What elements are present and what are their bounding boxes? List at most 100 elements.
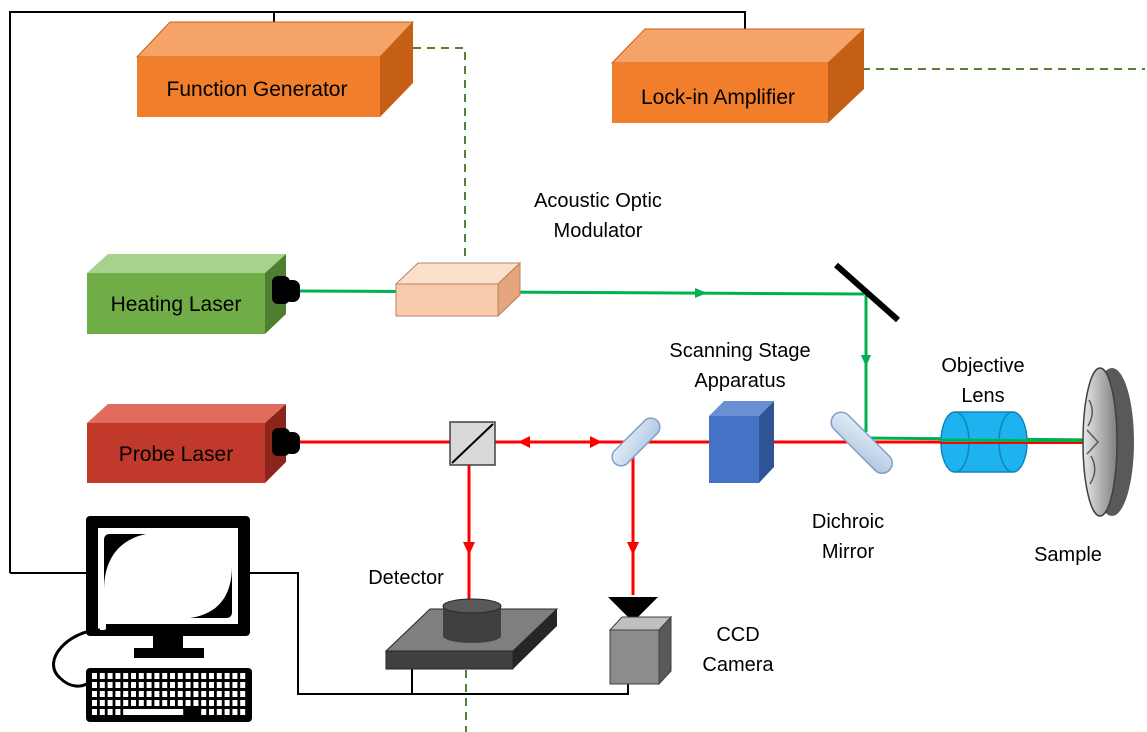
- ccd-camera-label-line1: CCD: [716, 624, 759, 646]
- lock-in-amplifier-label: Lock-in Amplifier: [641, 86, 795, 109]
- aom-label-line2: Modulator: [554, 220, 643, 242]
- keyboard-key: [115, 673, 121, 679]
- signal-lines: [413, 47, 1145, 732]
- keyboard-key: [107, 682, 113, 688]
- probe-laser: Probe Laser: [87, 404, 300, 483]
- keyboard-key: [115, 700, 121, 706]
- keyboard-key: [170, 691, 175, 697]
- keyboard-key: [232, 709, 238, 715]
- keyboard-key: [162, 673, 168, 679]
- keyboard-key: [232, 673, 238, 679]
- computer-icon: [52, 516, 250, 688]
- keyboard-key: [146, 691, 152, 697]
- lock-in-amplifier-box: Lock-in Amplifier: [610, 28, 866, 123]
- scanning-stage-label-line1: Scanning Stage: [669, 340, 810, 362]
- keyboard-key: [123, 691, 129, 697]
- keyboard-key: [209, 682, 214, 688]
- keyboard-key: [99, 682, 105, 688]
- keyboard-key: [131, 700, 136, 706]
- keyboard-key: [240, 682, 246, 688]
- dichroic-mirror: [830, 411, 893, 474]
- dichroic-mirror-label-line1: Dichroic: [812, 511, 884, 533]
- keyboard-key: [107, 700, 113, 706]
- detector: [384, 598, 559, 670]
- keyboard-key: [154, 673, 160, 679]
- keyboard-key: [92, 673, 97, 679]
- keyboard-key: [162, 700, 168, 706]
- ccd-camera: [608, 597, 673, 686]
- keyboard-key: [146, 682, 152, 688]
- keyboard-key: [92, 709, 97, 715]
- keyboard-key: [115, 682, 121, 688]
- keyboard-key: [115, 691, 121, 697]
- keyboard-key: [193, 673, 199, 679]
- ccd-camera-label-line2: Camera: [702, 654, 774, 676]
- probe-laser-label: Probe Laser: [119, 443, 233, 466]
- keyboard-key: [224, 700, 230, 706]
- keyboard-key: [99, 691, 105, 697]
- keyboard-key: [224, 709, 230, 715]
- probe-beam-arrow-left: [518, 436, 530, 448]
- dichroic-mirror-label-line2: Mirror: [822, 541, 875, 563]
- keyboard-key: [232, 691, 238, 697]
- keyboard-key: [224, 673, 230, 679]
- keyboard-key: [92, 691, 97, 697]
- keyboard-key: [138, 700, 144, 706]
- beam-splitter-icon: [449, 421, 496, 466]
- keyboard-key: [131, 691, 136, 697]
- objective-lens-label-line2: Lens: [961, 385, 1004, 407]
- keyboard-key: [123, 673, 129, 679]
- acousto-optic-modulator: [394, 261, 522, 318]
- keyboard-key: [232, 682, 238, 688]
- scanning-stage-label-line2: Apparatus: [694, 370, 785, 392]
- function-generator-box: Function Generator: [135, 21, 415, 117]
- sample: [1082, 367, 1134, 517]
- keyboard-key: [138, 682, 144, 688]
- keyboard-key: [224, 682, 230, 688]
- keyboard-key: [107, 691, 113, 697]
- keyboard-key: [209, 709, 214, 715]
- keyboard-key: [146, 673, 152, 679]
- keyboard-key: [209, 673, 214, 679]
- keyboard-key: [177, 673, 183, 679]
- heating-beam-arrow-down: [861, 355, 871, 367]
- keyboard-key: [201, 691, 207, 697]
- mirror-icon: [834, 262, 900, 323]
- keyboard-key: [201, 673, 207, 679]
- ccd-camera-lens-icon: [608, 597, 658, 622]
- keyboard-key: [216, 682, 222, 688]
- pickoff-mirror: [611, 417, 661, 467]
- keyboard-key: [154, 682, 160, 688]
- keyboard-key: [92, 682, 97, 688]
- keyboard-key: [216, 700, 222, 706]
- keyboard-key: [138, 673, 144, 679]
- aom-label-line1: Acoustic Optic: [534, 190, 662, 212]
- keyboard-key: [193, 682, 199, 688]
- keyboard-key: [185, 691, 191, 697]
- keyboard-key: [232, 700, 238, 706]
- keyboard-key: [177, 682, 183, 688]
- function-generator-label: Function Generator: [167, 78, 348, 101]
- keyboard-key: [216, 709, 222, 715]
- keyboard-key: [193, 691, 199, 697]
- keyboard-key: [170, 682, 175, 688]
- keyboard-key: [162, 691, 168, 697]
- keyboard-key: [99, 709, 105, 715]
- keyboard-key: [170, 673, 175, 679]
- detector-beam-arrow: [463, 542, 475, 555]
- keyboard-key: [115, 709, 121, 715]
- heating-beam-arrow: [695, 288, 707, 298]
- scanning-stage: [709, 401, 774, 483]
- keyboard-key: [170, 700, 175, 706]
- heating-laser-label: Heating Laser: [111, 293, 242, 316]
- keyboard-key: [216, 673, 222, 679]
- keyboard-key: [240, 709, 246, 715]
- keyboard-key: [201, 682, 207, 688]
- keyboard-key: [240, 700, 246, 706]
- keyboard-key: [123, 700, 129, 706]
- heating-beam-through-lens: [939, 438, 1099, 443]
- keyboard-key: [99, 700, 105, 706]
- keyboard-key: [240, 673, 246, 679]
